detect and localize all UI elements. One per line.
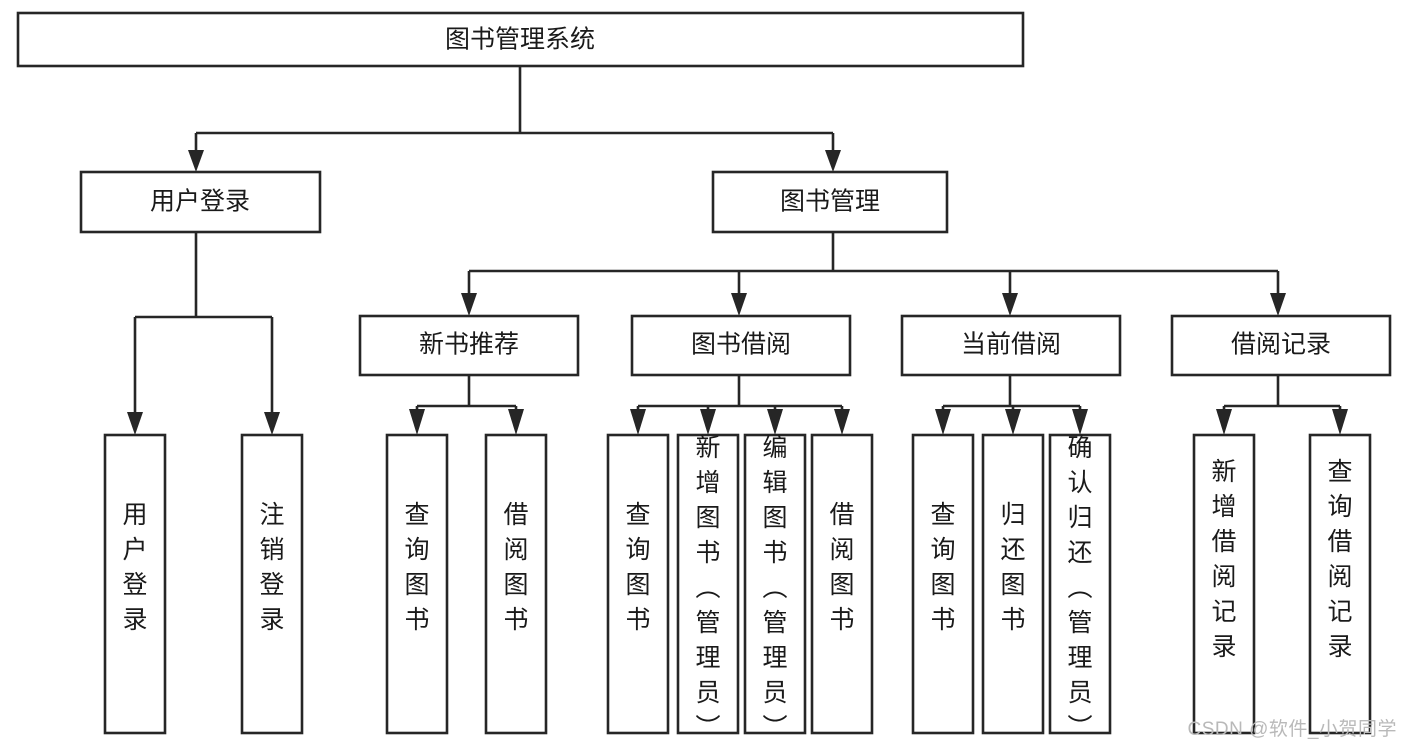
node-newbook[interactable]: 新书推荐 — [358, 314, 580, 377]
arrow-head-icon — [1332, 409, 1348, 435]
leaf-record-2-label: 查询借阅记录 — [1327, 458, 1352, 661]
node-login-label: 用户登录 — [150, 188, 250, 216]
leaf-record-1-box[interactable] — [1192, 433, 1256, 735]
node-login[interactable]: 用户登录 — [79, 170, 322, 234]
node-login-box[interactable] — [79, 170, 322, 234]
leaf-borrow-3-label: 编辑图书︵管理员︶ — [762, 434, 787, 742]
node-record-label: 借阅记录 — [1231, 331, 1331, 359]
node-newbook-label: 新书推荐 — [419, 331, 519, 359]
arrow-head-icon — [264, 412, 280, 435]
arrow-head-icon — [767, 409, 783, 435]
leaf-login-1[interactable]: 用户登录 — [103, 433, 167, 735]
leaf-borrow-2-label: 新增图书︵管理员︶ — [695, 434, 720, 742]
leaf-current-3-label: 确认归还︵管理员︶ — [1067, 434, 1092, 742]
node-newbook-box[interactable] — [358, 314, 580, 377]
leaf-borrow-4[interactable]: 借阅图书 — [810, 433, 874, 735]
leaf-current-1-label: 查询图书 — [930, 501, 955, 634]
leaf-newbook-2-label: 借阅图书 — [503, 501, 528, 634]
connector-bookmgmt-to-level2 — [461, 232, 1286, 316]
arrow-head-icon — [461, 293, 477, 316]
arrow-head-icon — [700, 409, 716, 435]
leaf-current-1-box[interactable] — [911, 433, 975, 735]
leaf-borrow-2-box[interactable] — [676, 433, 740, 735]
leaf-current-1[interactable]: 查询图书 — [911, 433, 975, 735]
arrow-head-icon — [1005, 409, 1021, 435]
arrow-head-icon — [508, 409, 524, 435]
node-borrow[interactable]: 图书借阅 — [630, 314, 852, 377]
connector-login-to-leaves — [127, 232, 280, 435]
arrow-head-icon — [1270, 293, 1286, 316]
arrow-head-icon — [127, 412, 143, 435]
leaf-newbook-1[interactable]: 查询图书 — [385, 433, 449, 735]
arrow-head-icon — [409, 409, 425, 435]
leaf-record-2[interactable]: 查询借阅记录 — [1308, 433, 1372, 735]
leaf-borrow-4-label: 借阅图书 — [829, 501, 854, 634]
node-root-box[interactable] — [16, 11, 1025, 68]
arrow-head-icon — [1002, 293, 1018, 316]
leaf-login-2-label: 注销登录 — [259, 501, 284, 634]
node-current-label: 当前借阅 — [961, 331, 1061, 359]
leaf-login-1-box[interactable] — [103, 433, 167, 735]
node-bookmgmt[interactable]: 图书管理 — [711, 170, 949, 234]
leaf-login-1-label: 用户登录 — [122, 501, 147, 634]
node-borrow-label: 图书借阅 — [691, 331, 791, 359]
leaf-borrow-3[interactable]: 编辑图书︵管理员︶ — [743, 433, 807, 742]
connector-record-to-leaves — [1216, 375, 1348, 435]
connector-current-to-leaves — [935, 375, 1088, 435]
node-record-box[interactable] — [1170, 314, 1392, 377]
arrow-head-icon — [731, 293, 747, 316]
leaf-newbook-1-box[interactable] — [385, 433, 449, 735]
leaf-login-2-box[interactable] — [240, 433, 304, 735]
leaf-current-2-label: 归还图书 — [1000, 501, 1025, 634]
leaf-borrow-1-label: 查询图书 — [625, 501, 650, 634]
leaf-current-2[interactable]: 归还图书 — [981, 433, 1045, 735]
leaf-login-2[interactable]: 注销登录 — [240, 433, 304, 735]
node-record[interactable]: 借阅记录 — [1170, 314, 1392, 377]
node-borrow-box[interactable] — [630, 314, 852, 377]
leaf-newbook-1-label: 查询图书 — [404, 501, 429, 634]
leaf-record-1[interactable]: 新增借阅记录 — [1192, 433, 1256, 735]
leaf-current-3-box[interactable] — [1048, 433, 1112, 735]
connector-borrow-to-leaves — [630, 375, 850, 435]
arrow-head-icon — [630, 409, 646, 435]
leaf-borrow-4-box[interactable] — [810, 433, 874, 735]
connector-newbook-to-leaves — [409, 375, 524, 435]
arrow-head-icon — [1072, 409, 1088, 435]
node-current-box[interactable] — [900, 314, 1122, 377]
node-root-label: 图书管理系统 — [445, 26, 595, 54]
arrow-head-icon — [188, 150, 204, 172]
node-bookmgmt-box[interactable] — [711, 170, 949, 234]
node-root[interactable]: 图书管理系统 — [16, 11, 1025, 68]
leaf-borrow-2[interactable]: 新增图书︵管理员︶ — [676, 433, 740, 742]
leaf-borrow-1-box[interactable] — [606, 433, 670, 735]
connector-root-to-level1 — [188, 66, 841, 172]
leaf-borrow-3-box[interactable] — [743, 433, 807, 735]
leaf-record-1-label: 新增借阅记录 — [1211, 458, 1236, 661]
leaf-newbook-2[interactable]: 借阅图书 — [484, 433, 548, 735]
arrow-head-icon — [1216, 409, 1232, 435]
leaf-borrow-1[interactable]: 查询图书 — [606, 433, 670, 735]
arrow-head-icon — [935, 409, 951, 435]
leaf-record-2-box[interactable] — [1308, 433, 1372, 735]
leaf-current-3[interactable]: 确认归还︵管理员︶ — [1048, 433, 1112, 742]
node-current[interactable]: 当前借阅 — [900, 314, 1122, 377]
leaf-newbook-2-box[interactable] — [484, 433, 548, 735]
arrow-head-icon — [834, 409, 850, 435]
arrow-head-icon — [825, 150, 841, 172]
node-bookmgmt-label: 图书管理 — [780, 188, 880, 216]
leaf-current-2-box[interactable] — [981, 433, 1045, 735]
